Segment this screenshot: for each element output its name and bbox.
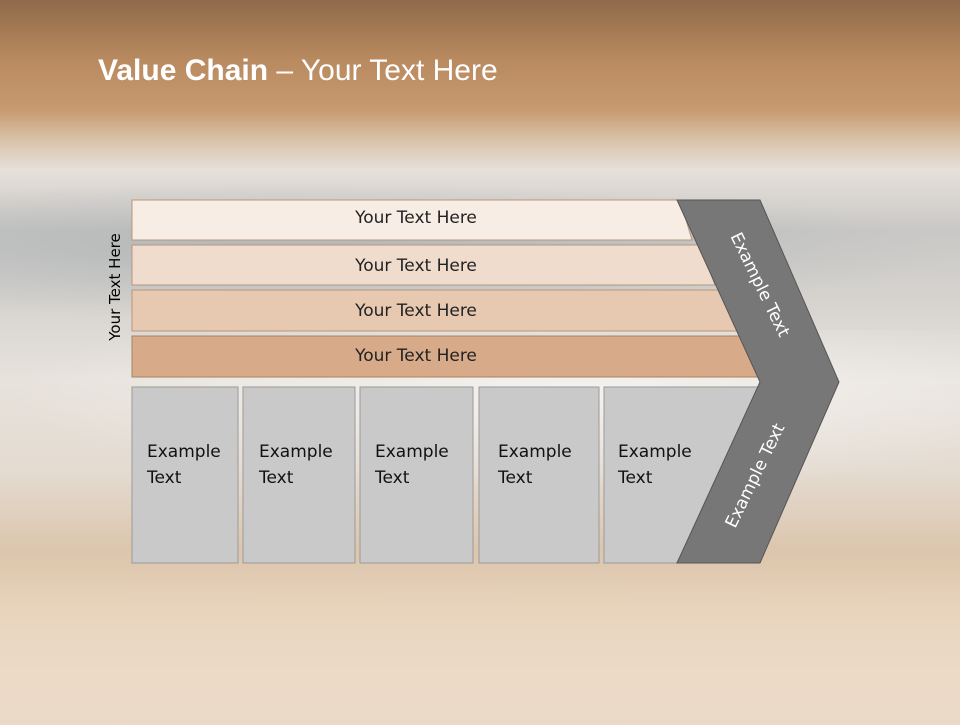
reflection-fade (0, 565, 960, 725)
cell-2-line1: Example (259, 442, 333, 462)
bar-2[interactable] (131, 244, 716, 286)
bar-2-label: Your Text Here (355, 256, 477, 276)
cell-5-line1: Example (618, 442, 692, 462)
bar-1[interactable] (131, 199, 693, 241)
cell-1[interactable] (131, 386, 239, 564)
cell-1-label: Example Text (147, 439, 221, 491)
cell-3-label: Example Text (375, 439, 449, 491)
bar-4-label: Your Text Here (355, 346, 477, 366)
cell-4-line2: Text (498, 468, 533, 488)
cell-5-line2: Text (618, 468, 653, 488)
title-rest: – Your Text Here (268, 54, 498, 87)
bar-3-label: Your Text Here (355, 301, 477, 321)
slide-title: Value Chain – Your Text Here (98, 54, 498, 88)
cell-4[interactable] (478, 386, 600, 564)
cell-1-line2: Text (147, 468, 182, 488)
cell-2-line2: Text (259, 468, 294, 488)
cell-2[interactable] (242, 386, 356, 564)
cell-4-line1: Example (498, 442, 572, 462)
cell-5-label: Example Text (618, 439, 692, 491)
bar-1-label: Your Text Here (355, 208, 477, 228)
cell-3-line2: Text (375, 468, 410, 488)
cell-3[interactable] (359, 386, 474, 564)
title-bold: Value Chain (98, 54, 269, 87)
chevron-arrow[interactable] (676, 199, 840, 564)
cell-2-label: Example Text (259, 439, 333, 491)
cell-1-line1: Example (147, 442, 221, 462)
cell-4-label: Example Text (498, 439, 572, 491)
cell-3-line1: Example (375, 442, 449, 462)
